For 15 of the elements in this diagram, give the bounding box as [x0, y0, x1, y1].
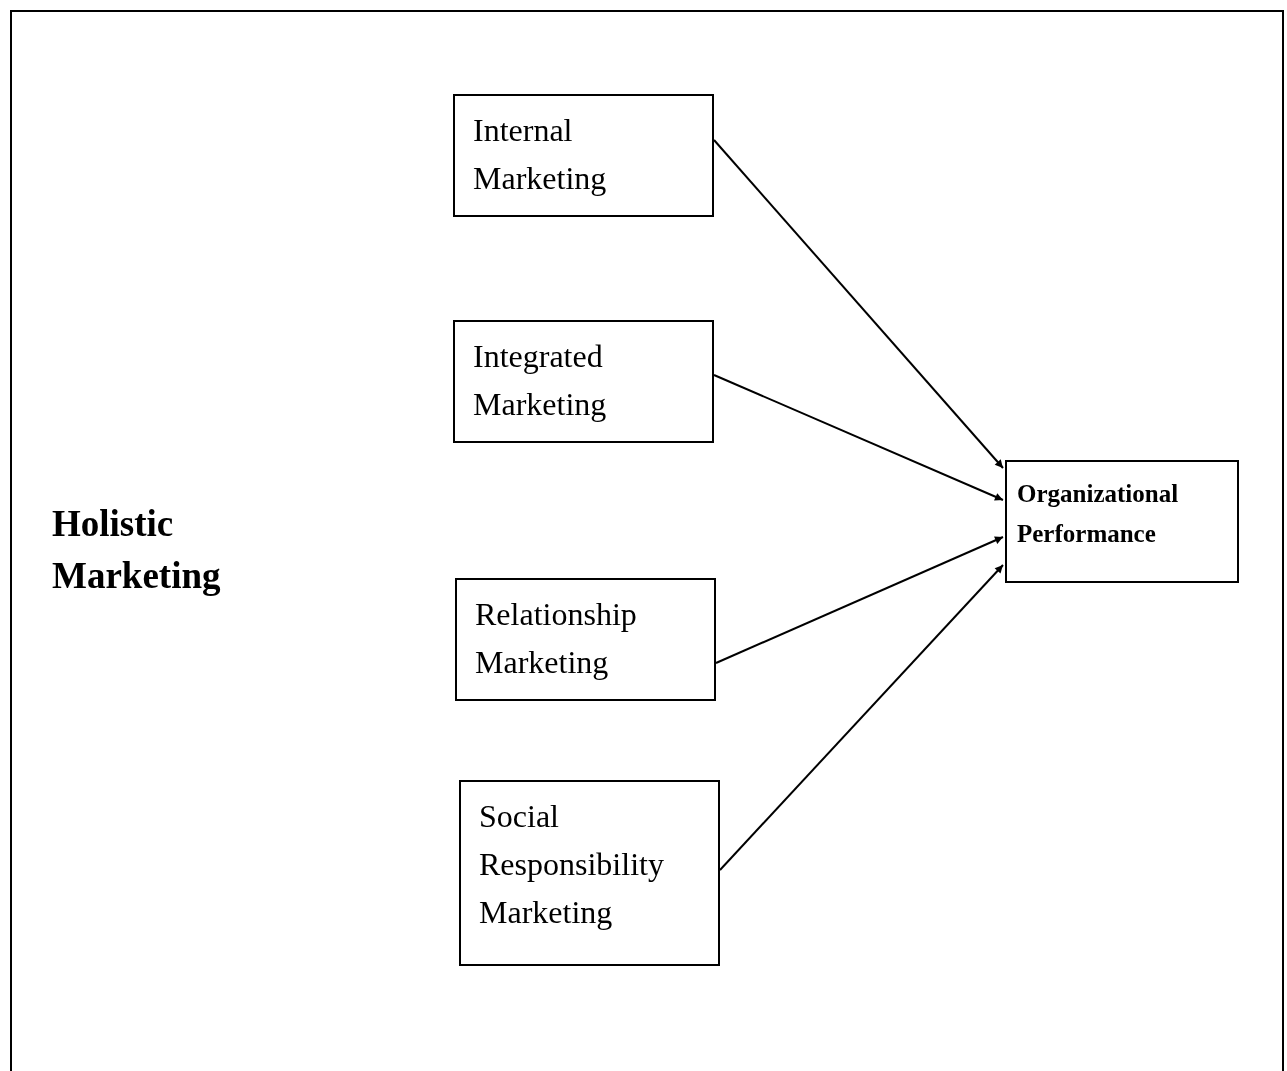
concept-box [1005, 460, 1239, 583]
side-heading: Holistic Marketing [52, 502, 222, 598]
arrow [713, 139, 1004, 469]
concept-box [455, 578, 716, 701]
box-label: Internal Marketing [473, 111, 608, 198]
arrow [715, 536, 1004, 664]
arrow [719, 564, 1004, 871]
box-label: Integrated Marketing [473, 337, 608, 424]
box-label: Organizational Performance [1017, 479, 1180, 549]
box-label: Social Responsibility Marketing [479, 797, 665, 932]
concept-box [453, 320, 714, 443]
concept-box [459, 780, 720, 966]
concept-box [453, 94, 714, 217]
box-label: Relationship Marketing [475, 595, 638, 682]
arrow [713, 374, 1004, 501]
